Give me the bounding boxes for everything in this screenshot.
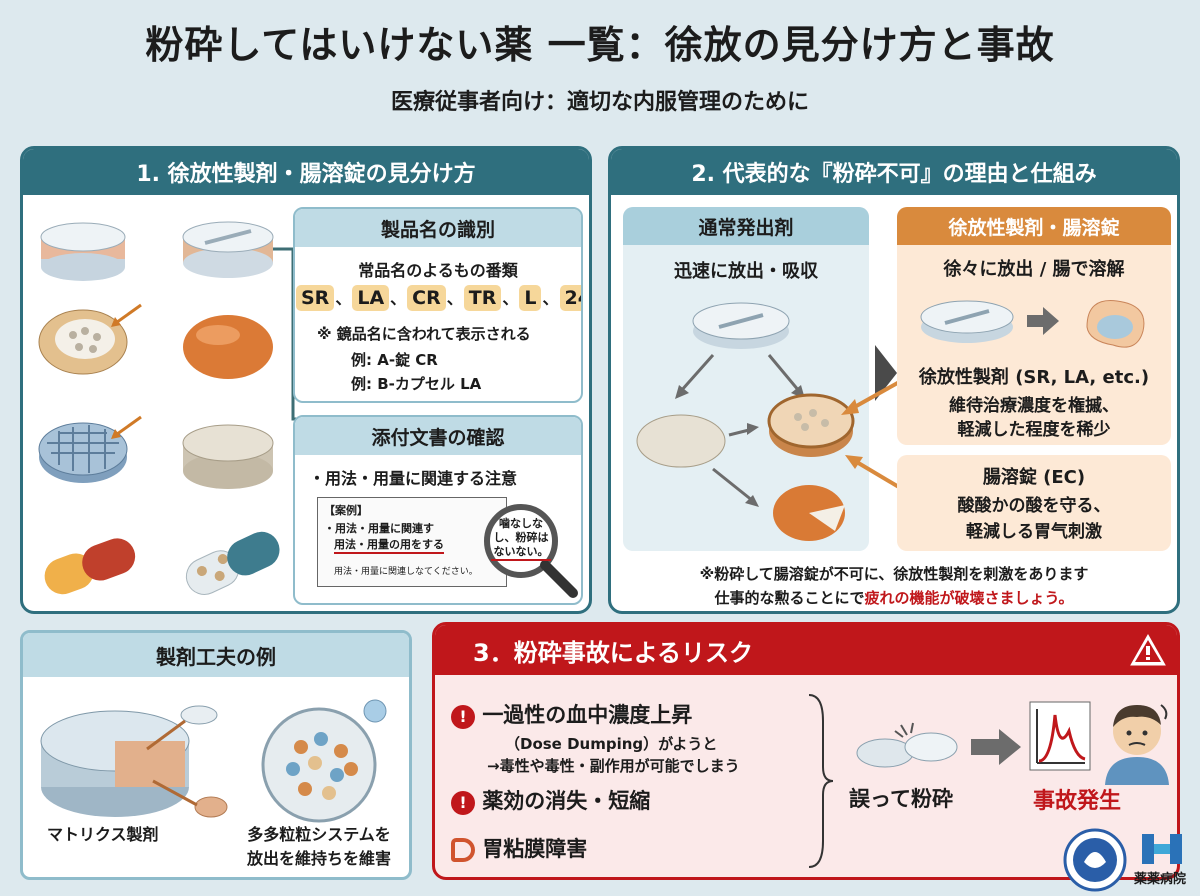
normal-release-desc: 迅速に放出・吸収 — [674, 261, 818, 282]
sr-label: 徐放性製剤 (SR, LA, etc.) — [918, 367, 1150, 388]
section2-title: 2. 代表的な『粉砕不可』の理由と仕組み — [611, 149, 1177, 195]
sr-title: 徐放性製剤・腸溶錠 — [897, 207, 1171, 245]
product-name-title: 製品名の識別 — [295, 209, 581, 247]
sr-box: 徐放性製剤・腸溶錠 徐々に放出 / 腸で溶解 徐放性製剤 (SR, LA, et… — [897, 207, 1171, 445]
page-subtitle: 医療従事者向け：適切な内服管理のために — [390, 90, 809, 115]
brace-icon — [808, 694, 834, 868]
product-example1: 例: A-錠 CR — [351, 351, 438, 369]
code-list: SR、LA、CR、TR、L、24 — [295, 285, 581, 311]
sr-desc: 徐々に放出 / 腸で溶解 — [943, 259, 1125, 280]
formulation-box: 製剤工夫の例 マトリクス製剤 多多粒粒システムを 放出を維持ちを維害 — [20, 630, 412, 880]
coated-tablet-icon — [183, 315, 273, 379]
insert-document: 【案例】 ・用法・用量に関連す 用法・用量の用をする 用法・用量に関連しなてくだ… — [317, 497, 507, 587]
arrow-right-icon — [971, 729, 1021, 765]
package-insert-title: 添付文書の確認 — [295, 417, 581, 455]
blood-level-graph-icon — [1029, 701, 1091, 771]
risk3: 胃粘膜障害 — [451, 833, 587, 863]
risk2: ! 薬効の消失・短縮 — [451, 785, 650, 815]
ec-box: 腸溶錠 (EC) 酸酸かの酸を守る、 軽減しる胃气刺激 — [897, 455, 1171, 551]
ec-line2: 軽減しる胃气刺激 — [966, 522, 1102, 542]
hospital-logo-icon — [1142, 834, 1182, 864]
capsule-red-icon — [44, 538, 136, 595]
scored-tablet-icon — [182, 221, 274, 278]
granule-disk-icon — [767, 393, 855, 457]
multi-label2: 放出を維持ちを維害 — [246, 849, 391, 868]
section3-title: 3．粉砕事故によるリスク — [435, 625, 1177, 675]
cut-coated-tablet-icon — [773, 485, 845, 541]
section2-note1: ※粉砕して腸溶錠が不可に、徐放性製剤を剌激をあります — [699, 565, 1089, 583]
code-l: L — [519, 285, 542, 311]
crushed-tablet-icon — [856, 722, 958, 768]
sr-line2: 軽減した程度を稀少 — [957, 420, 1111, 440]
layered-tablet-icon — [40, 222, 126, 281]
section1-panel: 1. 徐放性製剤・腸溶錠の見分け方 — [20, 146, 592, 614]
product-line1: 常品名のよるもの番類 — [358, 261, 518, 280]
product-example2: 例: B-カプセル LA — [351, 375, 482, 393]
risk1: ! 一過性の血中濃度上昇 — [451, 699, 692, 729]
release-flow-diagram — [636, 302, 855, 541]
mesh-tablet-icon — [38, 415, 142, 483]
section2-panel: 2. 代表的な『粉砕不可』の理由と仕組み 通常発出剤 迅速に放出・吸収 — [608, 146, 1180, 614]
code-24: 24 — [559, 285, 581, 311]
multi-granule-icon — [261, 699, 387, 823]
package-insert-box: 添付文書の確認 ・用法・用量に関連する注意 【案例】 ・用法・用量に関連す 用法… — [293, 415, 583, 605]
seal-logo-icon — [1063, 828, 1127, 892]
capsule-granule-icon — [185, 531, 280, 595]
lens-text1: 噛なしな — [499, 517, 543, 530]
matrix-label: マトリクス製剤 — [47, 825, 159, 844]
magnifier-icon — [484, 504, 578, 598]
alert-icon: ! — [451, 705, 475, 729]
sr-dissolve-diagram — [920, 300, 1145, 348]
multi-label1: 多多粒粒システムを — [247, 825, 391, 844]
normal-release-box: 通常発出剤 迅速に放出・吸収 — [623, 207, 869, 551]
page-title: 粉砕してはいけない薬 一覧：徐放の見分け方と事故 — [145, 23, 1055, 67]
normal-release-title: 通常発出剤 — [623, 207, 869, 245]
matrix-tablet-icon — [40, 705, 228, 818]
code-la: LA — [352, 285, 390, 311]
pill-illustrations — [38, 221, 280, 595]
ec-line1: 酸酸かの酸を守る、 — [957, 496, 1111, 516]
porous-tablet-icon — [182, 424, 274, 489]
code-tr: TR — [463, 285, 502, 311]
insert-point: ・用法・用量に関連する注意 — [309, 469, 518, 488]
cut-granule-tablet-icon — [38, 303, 142, 375]
worried-patient-icon — [1105, 704, 1169, 785]
product-note: ※ 鏡品名に含われて表示される — [317, 325, 531, 343]
lens-text3: ないない。 — [491, 543, 551, 561]
warning-triangle-icon — [1130, 633, 1166, 666]
stomach-icon — [451, 838, 475, 862]
section3-panel: 3．粉砕事故によるリスク ! 一過性の血中濃度上昇 （Dose Dumping）… — [432, 622, 1180, 880]
code-cr: CR — [407, 285, 446, 311]
ec-label: 腸溶錠 (EC) — [982, 467, 1086, 488]
product-name-box: 製品名の識別 常品名のよるもの番類 SR、LA、CR、TR、L、24 ※ 鏡品名… — [293, 207, 583, 403]
lens-text2: し、粉碎は — [493, 531, 549, 544]
chevron-right-icon — [875, 345, 897, 401]
section1-title: 1. 徐放性製剤・腸溶錠の見分け方 — [23, 149, 589, 195]
accident-label: 事故発生 — [1033, 789, 1122, 814]
mistake-label: 誤って粉砕 — [849, 787, 953, 811]
sr-line1: 維待治療濃度を権摵、 — [949, 396, 1119, 416]
risk1-sub2: →毒性や毒性・副作用が可能でしまう — [487, 757, 740, 775]
risk1-sub1: （Dose Dumping）がようと — [505, 735, 718, 753]
hospital-name: 薬薬病院 — [1134, 872, 1187, 887]
alert-icon: ! — [451, 791, 475, 815]
code-sr: SR — [296, 285, 335, 311]
section2-note2: 仕事的な勲ることにで疲れの機能が破壊さましょう。 — [714, 589, 1074, 607]
formulation-title: 製剤工夫の例 — [23, 633, 409, 677]
